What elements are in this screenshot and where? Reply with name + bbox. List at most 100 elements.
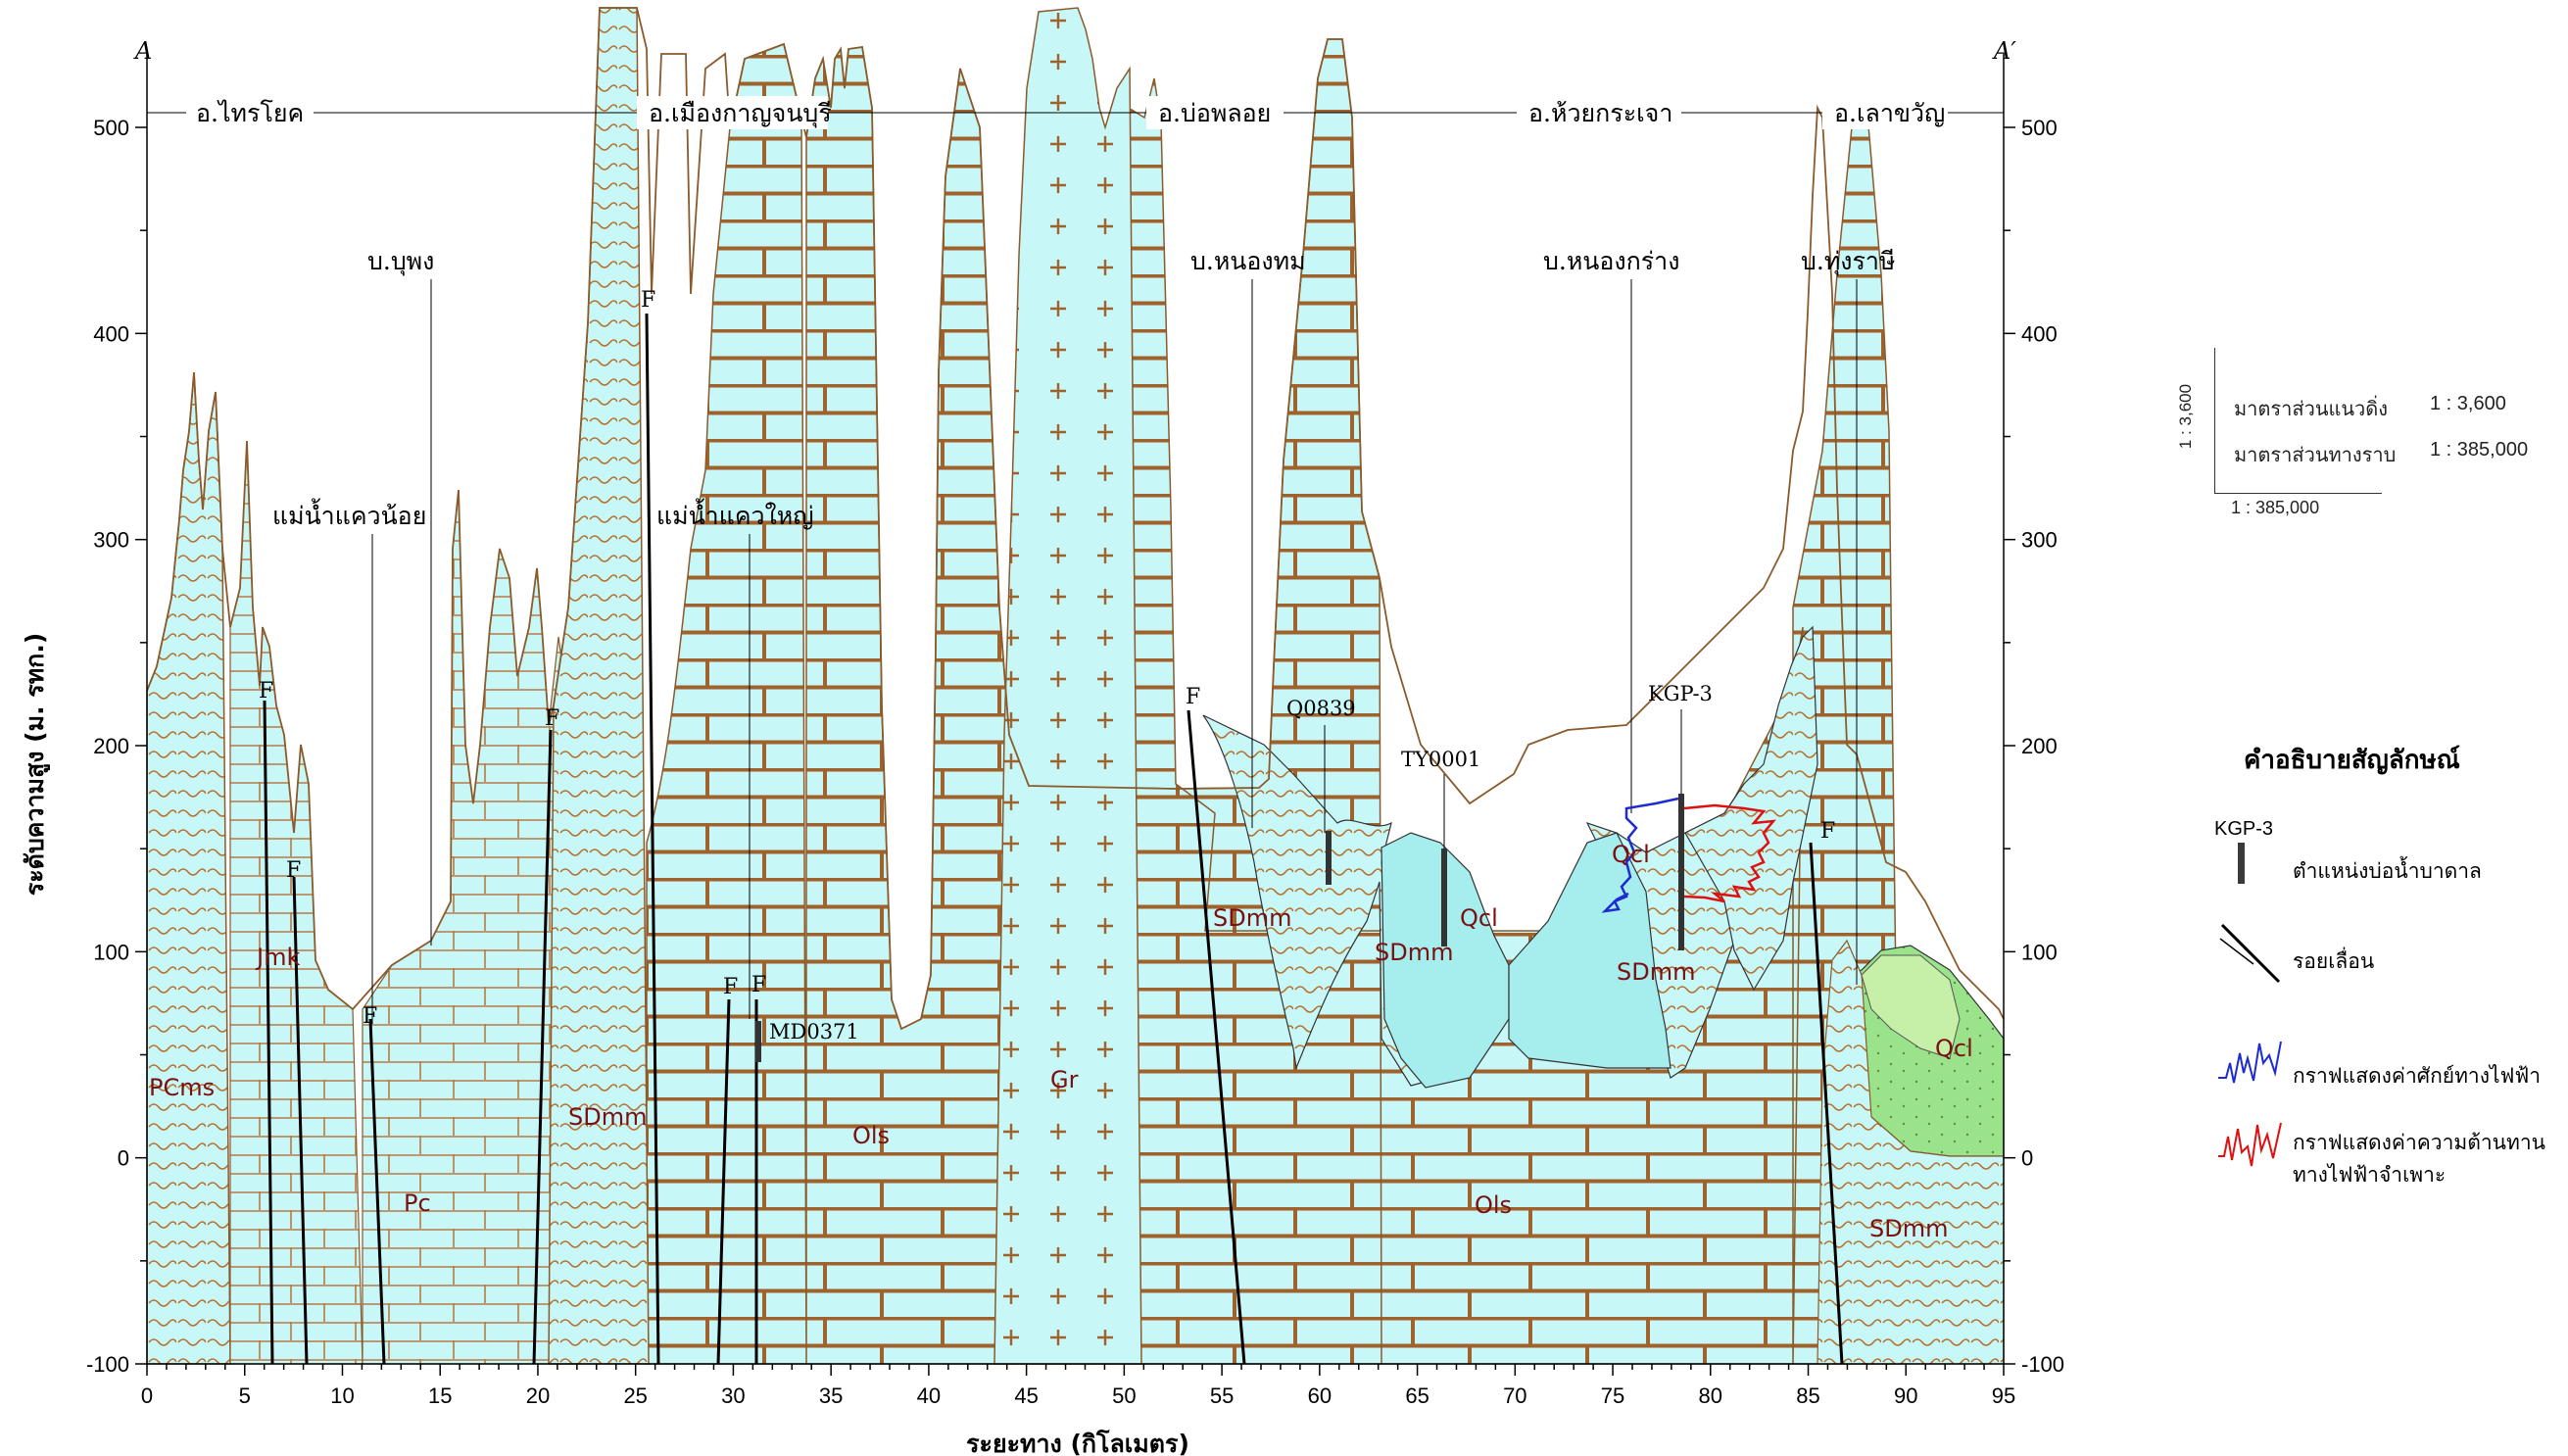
pcms-unit xyxy=(146,371,231,1365)
scale-horizontal-value: 1 : 385,000 xyxy=(2430,439,2529,461)
district-labels: อ.ไทรโยค อ.เมืองกาญจนบุรี อ.บ่อพลอย อ.ห้… xyxy=(186,96,1948,129)
river-khwae-yai: แม่น้ำแควใหญ่ xyxy=(656,498,814,530)
y-tick-label-left: 200 xyxy=(93,734,129,758)
district-sai-yok: อ.ไทรโยค xyxy=(196,99,304,127)
qcl-light-green xyxy=(1861,954,1961,1059)
y-tick-label-left: 500 xyxy=(93,116,129,140)
section-start-label: A xyxy=(133,37,152,65)
unit-sdmm-central-label: SDmm xyxy=(1213,904,1291,932)
x-tick-label: 45 xyxy=(1014,1383,1038,1408)
svg-text:F: F xyxy=(1820,819,1835,844)
unit-pc-label: Pc xyxy=(404,1189,431,1217)
unit-qcl-east-label: Qcl xyxy=(1612,841,1650,868)
fault-lines xyxy=(263,313,1844,1365)
district-mueang: อ.เมืองกาญจนบุรี xyxy=(649,99,832,128)
district-lao-khwan: อ.เลาขวัญ xyxy=(1834,99,1945,127)
well-md0371-label: MD0371 xyxy=(769,1020,859,1043)
x-tick-label: 5 xyxy=(239,1383,251,1408)
well-kgp3-bar xyxy=(1678,794,1684,950)
y-tick-label-right: 100 xyxy=(2021,940,2058,964)
scale-box-frame xyxy=(2214,348,2382,494)
district-bo-phloi: อ.บ่อพลอย xyxy=(1158,99,1271,127)
unit-labels: PCms Jmk Pc SDmm Ols Gr SDmm SDmm Qcl Qc… xyxy=(149,841,1973,1242)
x-tick-label: 75 xyxy=(1601,1383,1624,1408)
y-tick-label-left: 0 xyxy=(118,1146,129,1171)
y-tick-label-left: -100 xyxy=(86,1352,129,1377)
svg-text:F: F xyxy=(641,288,655,313)
legend-title: คำอธิบายสัญลักษณ์ xyxy=(2244,746,2460,775)
legend-well-text: ตำแหน่งบ่อน้ำบาดาล xyxy=(2293,859,2482,883)
sdmm-unit-west xyxy=(548,7,650,1365)
ols-limestone-unit xyxy=(646,38,1902,1365)
x-tick-label: 55 xyxy=(1210,1383,1234,1408)
unit-ols-east-label: Ols xyxy=(1475,1191,1512,1219)
legend-resistivity-text-2: ทางไฟฟ้าจำเพาะ xyxy=(2293,1163,2447,1187)
unit-qcl-far-east-label: Qcl xyxy=(1935,1035,1973,1062)
y-axis-label: ระดับความสูง (ม. รทก.) xyxy=(21,633,51,896)
x-tick-label: 85 xyxy=(1796,1383,1819,1408)
x-tick-label: 50 xyxy=(1112,1383,1136,1408)
scale-vertical-side: 1 : 3,600 xyxy=(2176,383,2196,450)
well-q0839-bar xyxy=(1326,831,1332,885)
scale-vertical-label: มาตราส่วนแนวดิ่ง xyxy=(2234,397,2389,420)
y-tick-label-right: 300 xyxy=(2021,528,2058,553)
village-bu-phong: บ.บุพง xyxy=(367,247,434,276)
svg-text:F: F xyxy=(751,973,766,997)
svg-text:F: F xyxy=(286,858,301,883)
legend-well-symbol xyxy=(2238,843,2245,884)
legend-well-code: KGP-3 xyxy=(2214,818,2274,840)
river-khwae-noi: แม่น้ำแควน้อย xyxy=(272,498,426,530)
x-tick-label: 15 xyxy=(428,1383,452,1408)
village-nong-krang: บ.หนองกร่าง xyxy=(1543,247,1679,275)
scale-vertical-value: 1 : 3,600 xyxy=(2430,393,2506,414)
y-ticks-left xyxy=(135,126,147,1365)
well-kgp3-label: KGP-3 xyxy=(1648,682,1713,705)
axes xyxy=(146,54,2005,1365)
x-tick-label: 65 xyxy=(1405,1383,1429,1408)
resistivity-curve xyxy=(1683,803,1776,903)
x-axis-label: ระยะทาง (กิโลเมตร) xyxy=(966,1429,1189,1456)
unit-ols-west-label: Ols xyxy=(852,1122,890,1149)
jmk-unit xyxy=(229,440,363,1365)
legend-sp-text: กราฟแสดงค่าศักย์ทางไฟฟ้า xyxy=(2293,1064,2542,1088)
ground-surface xyxy=(146,7,2005,1031)
unit-gr-label: Gr xyxy=(1050,1066,1079,1093)
district-huai-krachao: อ.ห้วยกระเจา xyxy=(1528,99,1672,127)
well-q0839-label: Q0839 xyxy=(1286,697,1356,720)
y-tick-label-right: 200 xyxy=(2021,734,2058,758)
legend-fault-text: รอยเลื่อน xyxy=(2293,949,2375,973)
svg-text:F: F xyxy=(545,706,559,731)
y-tick-label-left: 400 xyxy=(93,321,129,346)
well-markers: Q0839 TY0001 KGP-3 MD0371 xyxy=(755,682,1713,1062)
y-tick-label-right: -100 xyxy=(2021,1352,2064,1377)
x-tick-label: 0 xyxy=(141,1383,153,1408)
unit-qcl-middle-label: Qcl xyxy=(1460,904,1498,932)
x-tick-label: 35 xyxy=(819,1383,843,1408)
x-tick-label: 90 xyxy=(1894,1383,1917,1408)
x-tick-label: 40 xyxy=(917,1383,941,1408)
y-tick-labels-left: -100 0 100 200 300 400 500 xyxy=(86,116,129,1377)
well-ty0001-bar xyxy=(1441,849,1447,946)
svg-text:F: F xyxy=(1186,685,1200,709)
scale-horizontal-label: มาตราส่วนทางราบ xyxy=(2234,443,2397,466)
svg-text:F: F xyxy=(363,1004,377,1029)
village-thung-rasi: บ.ทุ่งราษี xyxy=(1801,247,1895,276)
unit-sdmm-basin-label: SDmm xyxy=(1375,939,1453,966)
legend-panel: คำอธิบายสัญลักษณ์ KGP-3 ตำแหน่งบ่อน้ำบาด… xyxy=(2195,740,2557,1249)
y-tick-label-right: 0 xyxy=(2021,1146,2033,1171)
sp-curve xyxy=(1601,797,1679,913)
unit-sdmm-west-label: SDmm xyxy=(568,1103,647,1131)
legend-resistivity-text-1: กราฟแสดงค่าความต้านทาน xyxy=(2293,1131,2545,1154)
y-tick-label-left: 100 xyxy=(93,940,129,964)
qcl-unit-east xyxy=(1508,832,1672,1069)
y-tick-label-right: 500 xyxy=(2021,116,2058,140)
geologic-units xyxy=(146,7,2005,1365)
unit-jmk-label: Jmk xyxy=(255,944,300,971)
well-md0371-bar xyxy=(755,1021,761,1062)
x-tick-label: 20 xyxy=(526,1383,550,1408)
y-tick-label-left: 300 xyxy=(93,528,129,553)
well-ty0001-label: TY0001 xyxy=(1401,748,1480,771)
